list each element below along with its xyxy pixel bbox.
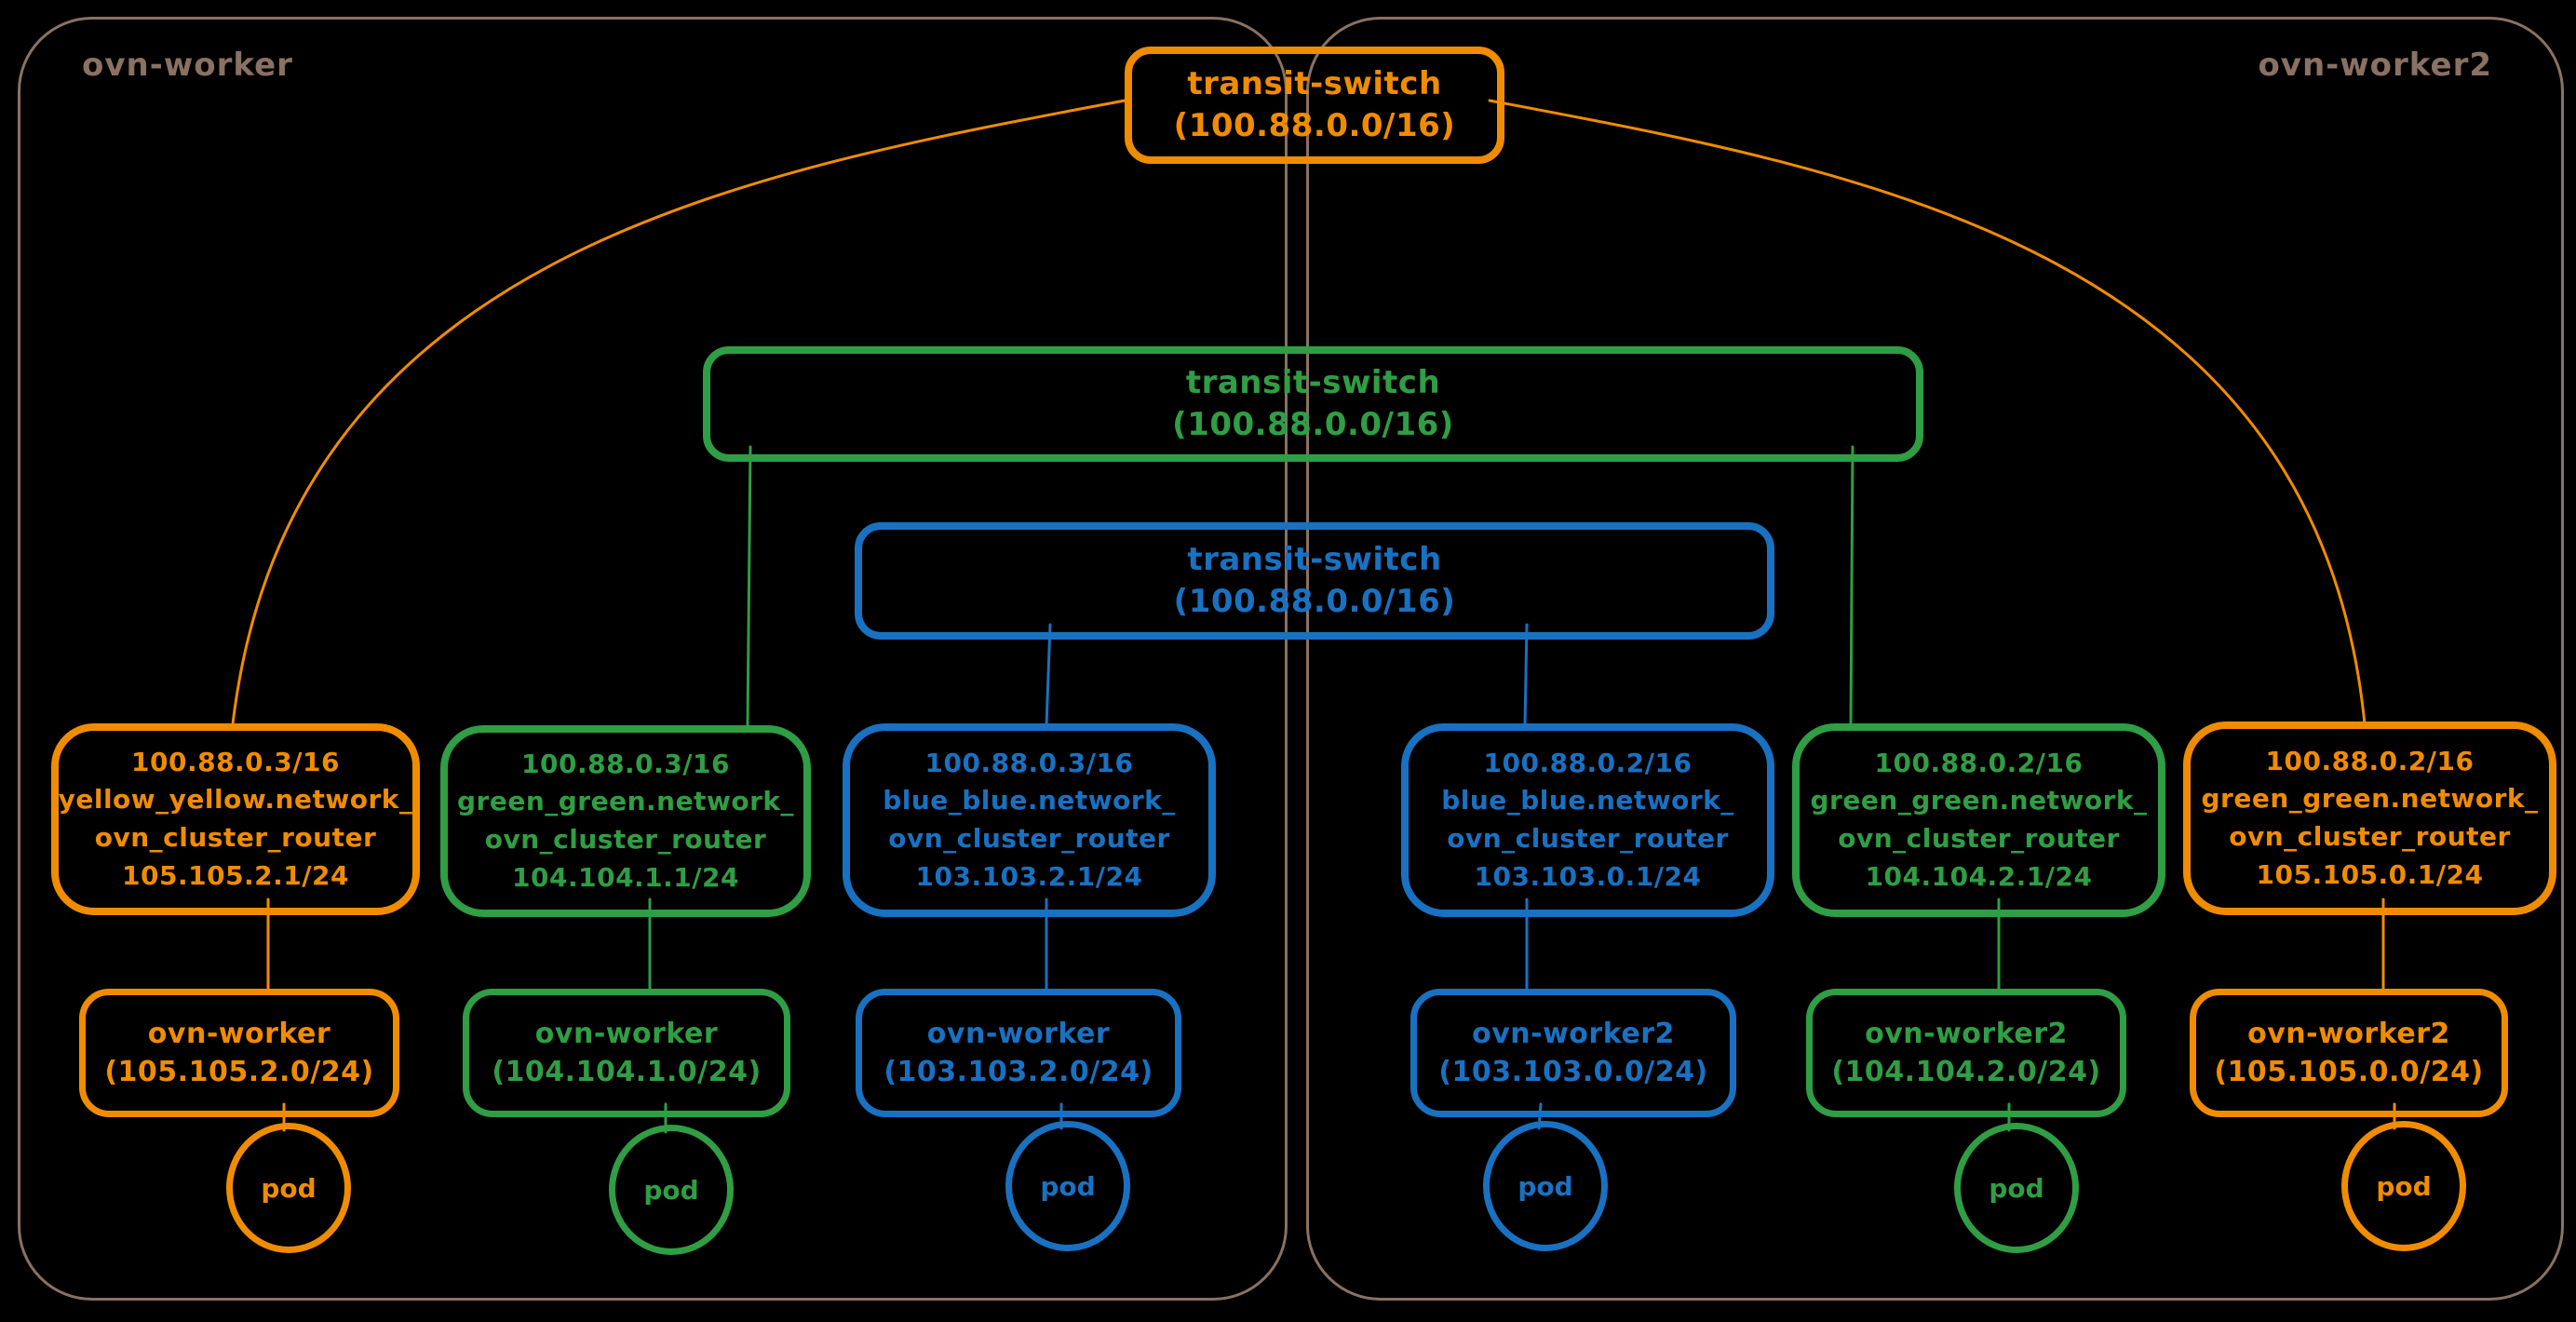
- router-subnet-ip: 104.104.1.1/24: [512, 861, 739, 893]
- worker-switch-blue-2: ovn-worker2 (103.103.0.0/24): [1410, 989, 1736, 1117]
- transit-switch-subnet: (100.88.0.0/16): [1172, 406, 1454, 443]
- transit-switch-subnet: (100.88.0.0/16): [1173, 583, 1456, 620]
- router-name: ovn_cluster_router: [94, 822, 377, 853]
- worker-switch-orange-1: ovn-worker (105.105.2.0/24): [79, 989, 399, 1117]
- transit-switch-orange: transit-switch (100.88.0.0/16): [1125, 47, 1504, 164]
- router-network: blue_blue.network_: [883, 785, 1176, 816]
- worker-subnet: (104.104.1.0/24): [492, 1056, 762, 1088]
- worker-subnet: (103.103.0.0/24): [1438, 1056, 1708, 1088]
- transit-switch-green: transit-switch (100.88.0.0/16): [703, 346, 1923, 462]
- pod-label: pod: [2376, 1170, 2432, 1202]
- router-network: green_green.network_: [1810, 785, 2148, 816]
- router-transit-ip: 100.88.0.3/16: [924, 747, 1134, 778]
- worker-switch-blue-1: ovn-worker (103.103.2.0/24): [856, 989, 1181, 1117]
- pod-label: pod: [643, 1174, 699, 1206]
- worker-name: ovn-worker: [534, 1017, 719, 1050]
- router-name: ovn_cluster_router: [888, 823, 1170, 854]
- router-subnet-ip: 103.103.2.1/24: [915, 860, 1143, 892]
- transit-switch-name: transit-switch: [1187, 541, 1442, 579]
- pod-circle-green-2: pod: [1954, 1123, 2079, 1253]
- worker-subnet: (103.103.2.0/24): [883, 1056, 1153, 1088]
- router-name: ovn_cluster_router: [1838, 823, 2120, 854]
- router-name: ovn_cluster_router: [1447, 823, 1729, 854]
- worker-name: ovn-worker2: [1865, 1017, 2068, 1050]
- router-transit-ip: 100.88.0.3/16: [521, 748, 730, 779]
- pod-circle-orange-2: pod: [2341, 1121, 2466, 1251]
- worker-name: ovn-worker: [147, 1017, 331, 1050]
- router-blue-worker1: 100.88.0.3/16 blue_blue.network_ ovn_clu…: [843, 723, 1216, 917]
- router-blue-worker2: 100.88.0.2/16 blue_blue.network_ ovn_clu…: [1401, 723, 1774, 917]
- worker-subnet: (105.105.2.0/24): [104, 1056, 374, 1088]
- pod-circle-green-1: pod: [609, 1125, 734, 1255]
- container-ovn-worker2-label: ovn-worker2: [2258, 47, 2492, 84]
- router-network: green_green.network_: [456, 786, 794, 817]
- router-network: yellow_yellow.network_: [58, 784, 413, 816]
- pod-label: pod: [261, 1172, 317, 1204]
- router-transit-ip: 100.88.0.3/16: [131, 746, 340, 777]
- router-subnet-ip: 105.105.0.1/24: [2256, 858, 2484, 890]
- worker-name: ovn-worker2: [2247, 1017, 2450, 1050]
- router-orange-worker2: 100.88.0.2/16 green_green.network_ ovn_c…: [2183, 722, 2556, 915]
- pod-circle-orange-1: pod: [226, 1123, 351, 1253]
- pod-circle-blue-1: pod: [1005, 1121, 1130, 1251]
- router-name: ovn_cluster_router: [484, 824, 767, 855]
- worker-switch-green-2: ovn-worker2 (104.104.2.0/24): [1806, 989, 2126, 1117]
- router-subnet-ip: 105.105.2.1/24: [122, 859, 349, 891]
- router-network: blue_blue.network_: [1441, 785, 1734, 816]
- pod-circle-blue-2: pod: [1483, 1121, 1608, 1251]
- worker-subnet: (104.104.2.0/24): [1831, 1056, 2101, 1088]
- worker-subnet: (105.105.0.0/24): [2214, 1056, 2484, 1088]
- worker-switch-green-1: ovn-worker (104.104.1.0/24): [463, 989, 790, 1117]
- router-green-worker1: 100.88.0.3/16 green_green.network_ ovn_c…: [440, 725, 811, 917]
- pod-label: pod: [1517, 1170, 1573, 1202]
- worker-name: ovn-worker2: [1472, 1017, 1675, 1050]
- router-transit-ip: 100.88.0.2/16: [2265, 745, 2475, 776]
- transit-switch-name: transit-switch: [1185, 364, 1441, 402]
- router-subnet-ip: 104.104.2.1/24: [1865, 860, 2093, 892]
- worker-name: ovn-worker: [926, 1017, 1111, 1050]
- worker-switch-orange-2: ovn-worker2 (105.105.0.0/24): [2190, 989, 2508, 1117]
- router-transit-ip: 100.88.0.2/16: [1874, 747, 2084, 778]
- pod-label: pod: [1989, 1172, 2044, 1204]
- router-subnet-ip: 103.103.0.1/24: [1474, 860, 1702, 892]
- router-transit-ip: 100.88.0.2/16: [1483, 747, 1693, 778]
- router-green-worker2: 100.88.0.2/16 green_green.network_ ovn_c…: [1792, 723, 2165, 917]
- container-ovn-worker-label: ovn-worker: [82, 47, 293, 84]
- container-ovn-worker2: [1306, 17, 2564, 1301]
- transit-switch-subnet: (100.88.0.0/16): [1173, 107, 1456, 144]
- router-name: ovn_cluster_router: [2229, 821, 2511, 852]
- pod-label: pod: [1040, 1170, 1096, 1202]
- router-network: green_green.network_: [2201, 783, 2539, 815]
- transit-switch-blue: transit-switch (100.88.0.0/16): [855, 522, 1774, 640]
- transit-switch-name: transit-switch: [1187, 65, 1442, 103]
- router-yellow-worker1: 100.88.0.3/16 yellow_yellow.network_ ovn…: [51, 723, 420, 915]
- container-ovn-worker: [18, 17, 1288, 1301]
